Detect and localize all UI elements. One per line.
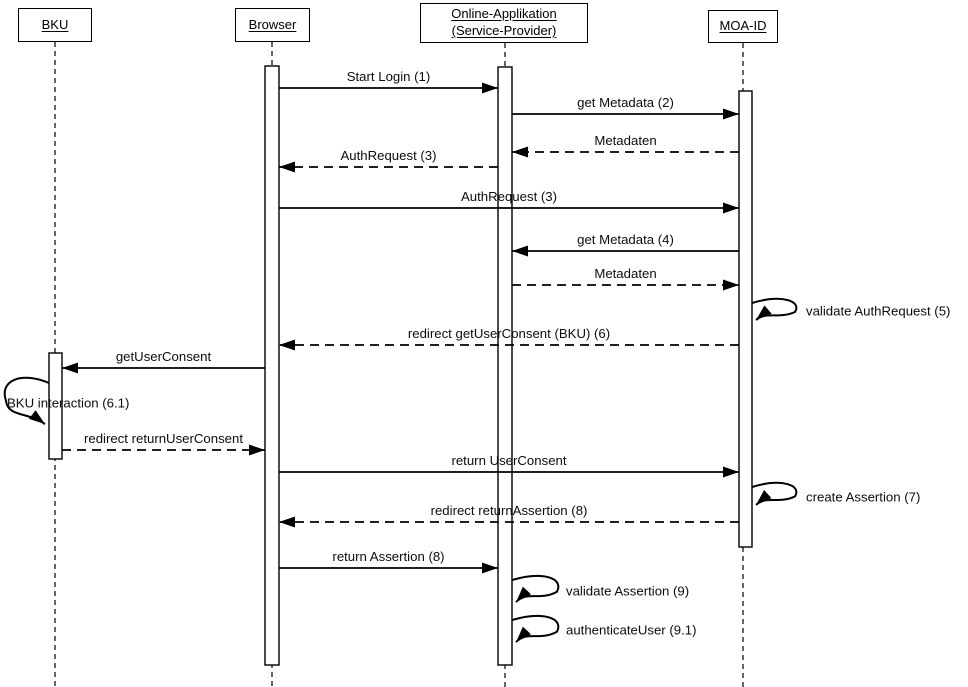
actor-label-bku: BKU bbox=[41, 16, 69, 32]
message-label: Start Login (1) bbox=[347, 69, 431, 84]
self-message-arrow bbox=[511, 614, 560, 643]
self-message-arrow bbox=[751, 297, 798, 321]
message-label: return Assertion (8) bbox=[332, 549, 444, 564]
actor-label-oa: Online-Applikation (Service-Provider) bbox=[451, 6, 557, 38]
message-label: Metadaten bbox=[594, 266, 656, 281]
message-label: AuthRequest (3) bbox=[340, 148, 436, 163]
actor-box-moaid: MOA-ID bbox=[708, 10, 778, 43]
self-message-arrow bbox=[751, 481, 798, 506]
message-label: get Metadata (4) bbox=[577, 232, 674, 247]
self-message-label: validate AuthRequest (5) bbox=[806, 303, 950, 318]
message-label: redirect getUserConsent (BKU) (6) bbox=[408, 326, 610, 341]
actor-box-browser: Browser bbox=[235, 8, 310, 42]
message-label: redirect returnAssertion (8) bbox=[431, 503, 588, 518]
actor-label-moaid: MOA-ID bbox=[719, 18, 767, 34]
self-message-label: create Assertion (7) bbox=[806, 489, 920, 504]
self-message-label: validate Assertion (9) bbox=[566, 583, 689, 598]
self-message-arrow bbox=[511, 574, 560, 603]
message-label: get Metadata (2) bbox=[577, 95, 674, 110]
message-label: getUserConsent bbox=[116, 349, 212, 364]
activation-bar-browser bbox=[264, 65, 280, 666]
message-label: redirect returnUserConsent bbox=[84, 431, 243, 446]
message-label: Metadaten bbox=[594, 133, 656, 148]
activation-bar-moaid bbox=[738, 90, 753, 548]
message-label: AuthRequest (3) bbox=[461, 189, 557, 204]
message-label: return UserConsent bbox=[451, 453, 566, 468]
self-message-label: authenticateUser (9.1) bbox=[566, 622, 696, 637]
activation-bar-bku bbox=[48, 352, 63, 460]
actor-label-browser: Browser bbox=[248, 16, 297, 32]
self-message-arrow bbox=[3, 376, 50, 425]
actor-box-bku: BKU bbox=[18, 8, 92, 42]
activation-bar-oa bbox=[497, 66, 513, 666]
actor-box-oa: Online-Applikation (Service-Provider) bbox=[420, 3, 588, 43]
self-message-label: BKU interaction (6.1) bbox=[7, 395, 129, 410]
